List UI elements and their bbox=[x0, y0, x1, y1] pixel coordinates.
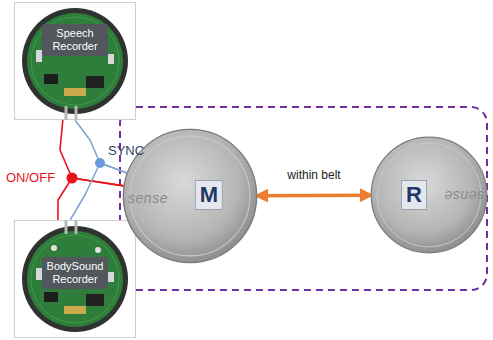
sensor-tag: R bbox=[401, 180, 427, 210]
sync-junction-dot bbox=[95, 158, 105, 168]
signal-name: ON/OFF bbox=[6, 170, 55, 185]
sensor-tag: M bbox=[195, 180, 223, 210]
brand-text: sense bbox=[444, 188, 484, 204]
sensor-slave: sense R bbox=[370, 136, 488, 254]
device-label: BodySound Recorder bbox=[42, 257, 108, 289]
edge-label: within belt bbox=[285, 168, 342, 182]
dashed-belt-outline bbox=[120, 107, 487, 290]
signal-name: SYNC bbox=[108, 143, 144, 158]
double-arrow bbox=[257, 193, 371, 197]
pcb-photo bbox=[14, 2, 136, 120]
onoff-junction-dot bbox=[67, 173, 78, 184]
bodysound-recorder: BodySound Recorder bbox=[14, 220, 136, 338]
brand-text: sense bbox=[128, 190, 168, 206]
signal-wire bbox=[70, 163, 127, 220]
speech-recorder: Speech Recorder bbox=[14, 2, 136, 120]
device-label: Speech Recorder bbox=[42, 24, 108, 56]
